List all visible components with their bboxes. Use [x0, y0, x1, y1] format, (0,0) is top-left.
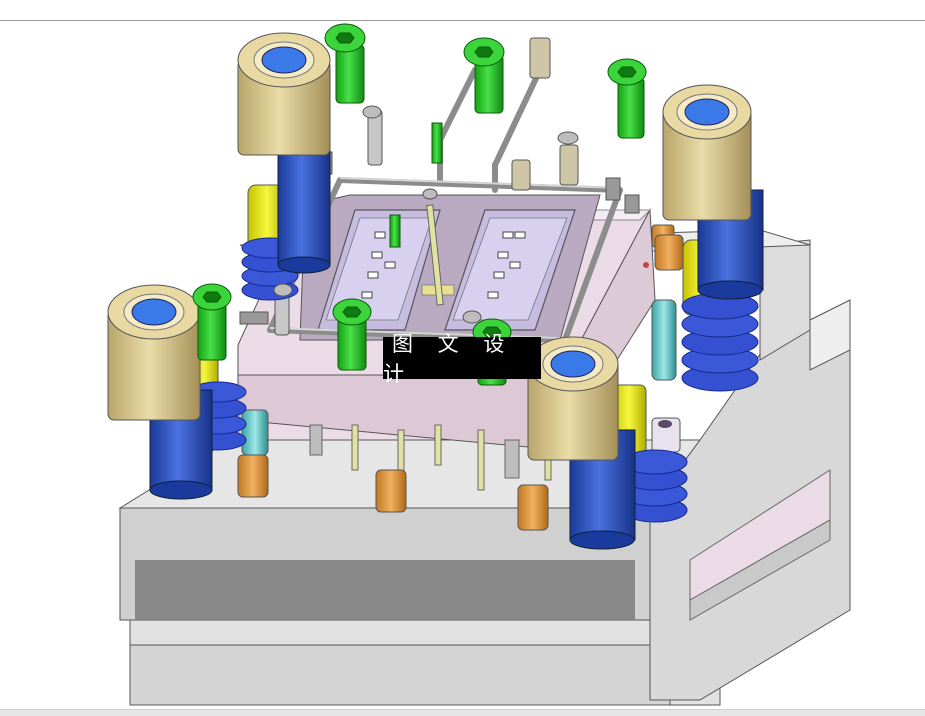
support-plate [118, 439, 701, 621]
pin-orange [237, 234, 684, 531]
window-top-border [0, 20, 925, 21]
ejector-pins [309, 204, 552, 491]
watermark-caption: 图 文 设 计 [383, 332, 541, 386]
cooling-pipe-highlight [269, 177, 621, 339]
bottom-status-strip [0, 709, 925, 716]
screw-icon [273, 105, 579, 324]
bottom-clamp-plate [129, 619, 721, 706]
guide-pillar-icon [107, 32, 764, 550]
